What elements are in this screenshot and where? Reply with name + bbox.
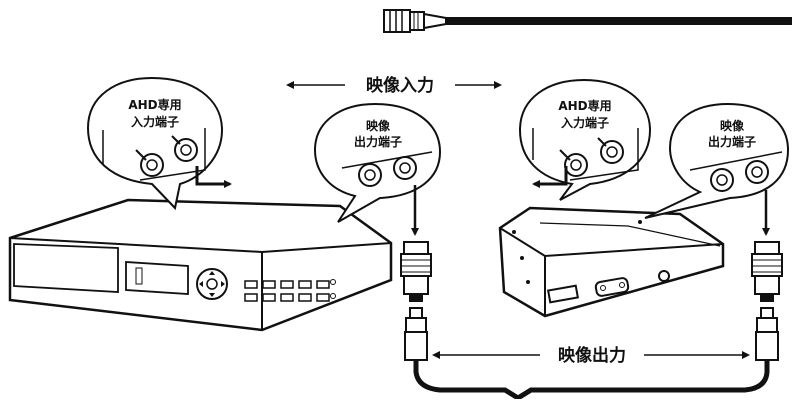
right-output-line1: 映像 (720, 118, 745, 133)
video-output-label-group: 映像出力 (432, 345, 750, 366)
rca-plug-icon (755, 307, 779, 361)
left-video-output-bubble: 映像 出力端子 (313, 102, 442, 223)
left-ahd-line2: 入力端子 (131, 114, 179, 129)
bnc-cable-icon (383, 9, 792, 33)
video-output-label: 映像出力 (558, 345, 626, 366)
recorder-device-icon (8, 198, 393, 332)
rca-cable-icon (413, 360, 770, 401)
bnc-jack-icon (559, 137, 624, 177)
bnc-jack-icon (135, 135, 198, 177)
right-ahd-line2: 入力端子 (561, 115, 609, 130)
left-output-line1: 映像 (366, 118, 391, 133)
arrow-icon (195, 166, 232, 188)
converter-device-icon (498, 206, 725, 318)
left-ahd-input-bubble: AHD専用 入力端子 (86, 76, 232, 211)
video-input-label-group: 映像入力 (286, 75, 502, 96)
left-ahd-line1: AHD専用 (128, 97, 181, 112)
right-ahd-line1: AHD専用 (558, 98, 611, 113)
right-video-output-bubble: 映像 出力端子 (644, 102, 790, 219)
bnc-jack-icon (358, 156, 417, 187)
bnc-plug-icon (400, 241, 432, 302)
rca-plug-icon (404, 307, 428, 361)
bnc-plug-icon (751, 241, 783, 302)
bnc-jack-icon (710, 160, 769, 192)
video-input-label: 映像入力 (366, 75, 434, 96)
arrow-icon (532, 166, 568, 188)
right-output-line2: 出力端子 (708, 134, 756, 149)
right-ahd-input-bubble: AHD専用 入力端子 (518, 78, 652, 201)
left-output-line2: 出力端子 (354, 134, 402, 149)
